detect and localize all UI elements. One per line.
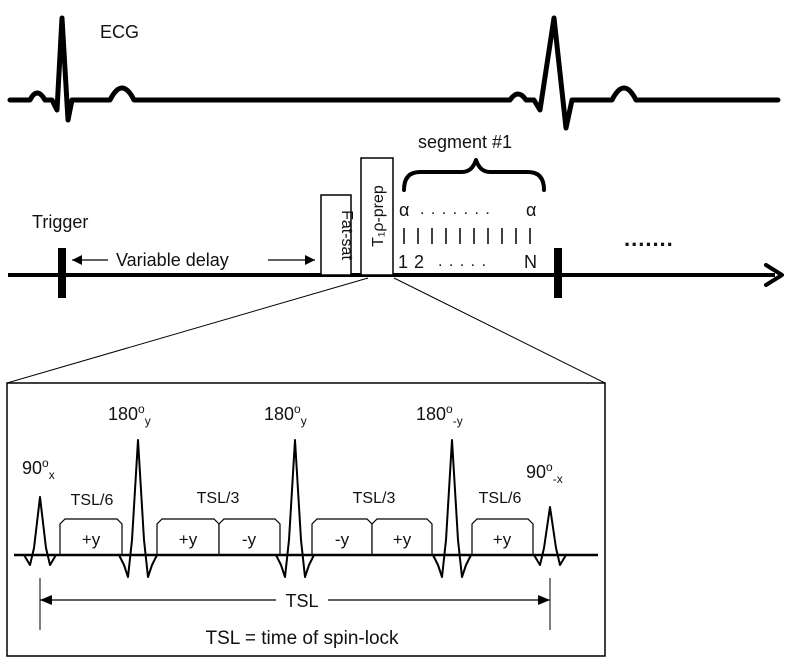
readout-pulse-lines <box>403 228 531 244</box>
tsl-label-mask <box>276 588 328 612</box>
ecg-label: ECG <box>100 22 139 42</box>
lock-label: +y <box>179 530 198 549</box>
tsl-arrowhead-left <box>40 595 52 605</box>
rf-pulse-180-minus-y <box>432 439 472 578</box>
zoom-line-left <box>6 277 369 384</box>
lock-block <box>371 518 433 555</box>
lock-label: +y <box>493 530 512 549</box>
tsl-definition: TSL = time of spin-lock <box>205 628 399 649</box>
pulse-label-180y-second: 180oy <box>264 402 307 428</box>
fatsat-block <box>320 194 352 276</box>
alpha-dots: . . . . . . . <box>420 201 491 218</box>
lock-label: -y <box>242 530 257 549</box>
lock-label: +y <box>82 530 101 549</box>
delay-arrowhead-left <box>72 255 82 265</box>
rf-pulse-180y-second <box>275 439 315 578</box>
index-first: 1 <box>398 252 408 272</box>
pulse-label-180-minus-y: 180o-y <box>416 402 463 428</box>
alpha-last: α <box>526 200 536 220</box>
trigger-label: Trigger <box>32 212 88 232</box>
segment-brace <box>402 158 546 192</box>
index-dots: . . . . . <box>438 253 487 270</box>
tsl-label: TSL <box>285 591 318 611</box>
duration-label: TSL/6 <box>71 492 114 509</box>
lock-label: -y <box>335 530 350 549</box>
lock-block <box>218 518 281 555</box>
duration-label: TSL/3 <box>353 490 396 507</box>
prep-block <box>360 157 394 276</box>
pulse-label-90-minus-x: 90o-x <box>526 460 563 486</box>
timeline-arrowhead <box>764 263 784 287</box>
duration-label: TSL/6 <box>479 490 522 507</box>
rf-pulse-90x <box>23 496 57 566</box>
index-last: N <box>524 252 537 272</box>
spinlock-blocks <box>59 518 534 555</box>
pulse-label-90x: 90ox <box>22 456 55 482</box>
trigger-marker <box>58 248 66 298</box>
zoom-line-right <box>393 277 606 384</box>
delay-arrowhead-right <box>305 255 315 265</box>
trigger-marker-next <box>554 248 562 298</box>
lock-label: +y <box>393 530 412 549</box>
rf-pulse-90-minus-x <box>533 506 567 566</box>
index-second: 2 <box>414 252 424 272</box>
fatsat-label: Fat-sat <box>338 210 355 260</box>
lock-block <box>59 518 123 555</box>
continuation-dots: ....... <box>624 226 674 251</box>
tsl-arrowhead-right <box>538 595 550 605</box>
delay-label-mask <box>108 246 268 272</box>
prep-label: T₁ρ-prep <box>370 185 387 247</box>
duration-label: TSL/3 <box>197 490 240 507</box>
pulse-label-180y: 180oy <box>108 402 151 428</box>
ecg-trace <box>7 15 781 131</box>
rf-pulse-180y <box>118 439 158 578</box>
delay-label: Variable delay <box>116 250 229 270</box>
lock-block <box>471 518 534 555</box>
alpha-first: α <box>399 200 409 220</box>
segment-label: segment #1 <box>418 132 512 152</box>
